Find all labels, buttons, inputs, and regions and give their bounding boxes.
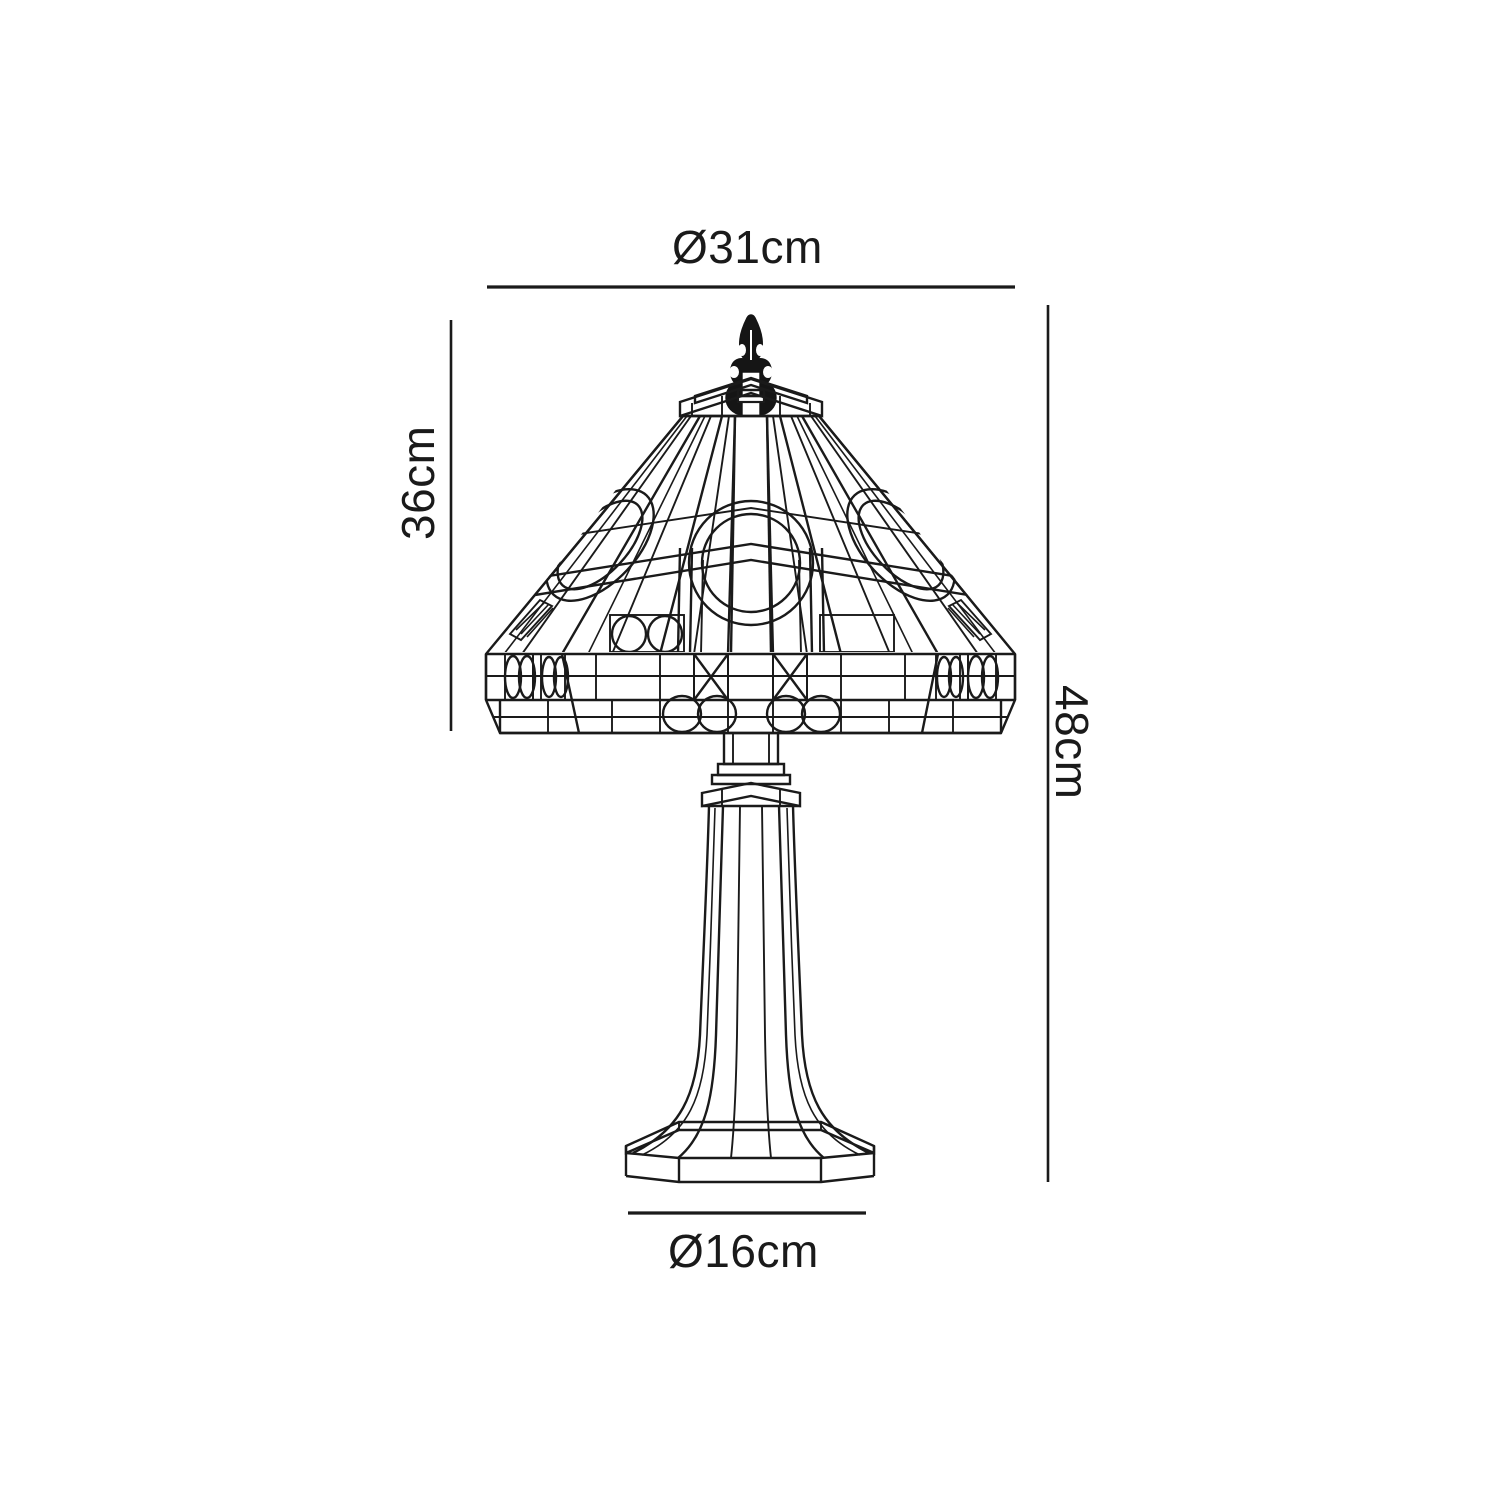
finial [725, 314, 777, 416]
overall-height-label: 48cm [1046, 685, 1098, 800]
dimension-lines [449, 285, 1050, 1215]
lamp-shade [484, 414, 1017, 735]
base-foot [624, 1120, 876, 1184]
shade-roundels-cone-left [609, 614, 685, 652]
shade-height-label: 36cm [392, 425, 444, 540]
shade-panel-lines [490, 415, 1012, 652]
shade-roundels-hem-left [661, 694, 738, 733]
shade-roundels-cone-right [819, 614, 895, 652]
shade-roundels-hem-right [765, 694, 842, 733]
base-diameter-label: Ø16cm [668, 1225, 819, 1277]
center-circle-outer [687, 499, 815, 627]
center-circle-inner [700, 512, 802, 614]
shade-diameter-label: Ø31cm [672, 221, 823, 273]
shade-hatch-right [947, 598, 993, 642]
neck-collar [700, 733, 802, 808]
shade-hatch-left [508, 598, 554, 642]
column [632, 805, 870, 1159]
shade-lower-band [486, 653, 1015, 733]
shade-ovals-corner-right [935, 653, 1000, 701]
shade-ovals-corner-left [503, 653, 570, 701]
shade-cross-panels [693, 653, 808, 701]
